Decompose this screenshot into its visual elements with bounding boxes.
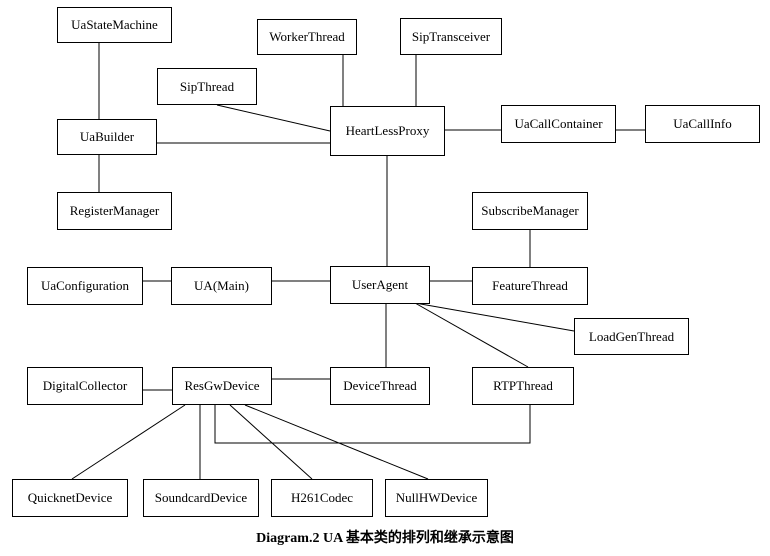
node-label: HeartLessProxy [345, 123, 430, 138]
node-label: FeatureThread [492, 278, 568, 293]
node-label: UaStateMachine [71, 17, 158, 32]
node-ua-state-machine: UaStateMachine [57, 7, 172, 43]
node-soundcard-device: SoundcardDevice [143, 479, 259, 517]
node-label: NullHWDevice [395, 490, 478, 505]
node-label: UaConfiguration [40, 278, 130, 293]
edge-res-gw-device-to-null-hw-device [244, 404, 429, 480]
node-ua-call-info: UaCallInfo [645, 105, 760, 143]
node-quicknet-device: QuicknetDevice [12, 479, 128, 517]
node-label: LoadGenThread [588, 328, 675, 344]
node-label: SubscribeManager [481, 203, 579, 218]
node-label: RegisterManager [69, 203, 160, 218]
edge-res-gw-device-to-h261-codec [229, 404, 313, 480]
node-label: UA(Main) [194, 278, 249, 293]
node-rtp-thread: RTPThread [472, 367, 574, 405]
node-sip-thread: SipThread [157, 68, 257, 105]
node-user-agent: UserAgent [330, 266, 430, 304]
node-label: DeviceThread [343, 378, 417, 393]
node-label: H261Codec [290, 490, 354, 505]
node-ua-builder: UaBuilder [57, 119, 157, 155]
node-label: UaCallInfo [673, 116, 732, 131]
node-label: UaCallContainer [514, 116, 603, 131]
node-label: UserAgent [351, 277, 409, 292]
node-label: SipTransceiver [411, 28, 491, 44]
node-label: DigitalCollector [42, 378, 128, 393]
node-label: RTPThread [493, 378, 553, 393]
node-res-gw-device: ResGwDevice [172, 367, 272, 405]
node-ua-configuration: UaConfiguration [27, 267, 143, 305]
diagram-caption: Diagram.2 UA 基本类的排列和继承示意图 [256, 531, 514, 546]
edge-sip-thread-to-heartless-proxy [216, 104, 331, 132]
node-label: ResGwDevice [184, 378, 260, 393]
node-sip-transceiver: SipTransceiver [400, 18, 502, 55]
node-ua-call-container: UaCallContainer [501, 105, 616, 143]
edge-user-agent-to-rtp-thread [414, 302, 529, 368]
node-device-thread: DeviceThread [330, 367, 430, 405]
node-worker-thread: WorkerThread [257, 19, 357, 55]
edge-res-gw-device-to-quicknet-device [71, 404, 186, 480]
node-label: QuicknetDevice [27, 490, 113, 505]
node-digital-collector: DigitalCollector [27, 367, 143, 405]
node-null-hw-device: NullHWDevice [385, 479, 488, 517]
node-label: SipThread [179, 78, 235, 94]
node-h261-codec: H261Codec [271, 479, 373, 517]
node-label: UaBuilder [79, 129, 135, 144]
node-load-gen-thread: LoadGenThread [574, 318, 689, 355]
node-register-manager: RegisterManager [57, 192, 172, 230]
node-feature-thread: FeatureThread [472, 267, 588, 305]
node-ua-main: UA(Main) [171, 267, 272, 305]
node-subscribe-manager: SubscribeManager [472, 192, 588, 230]
node-label: WorkerThread [269, 29, 345, 44]
node-heartless-proxy: HeartLessProxy [330, 106, 445, 156]
edge-user-agent-to-load-gen-thread [414, 302, 575, 332]
node-label: SoundcardDevice [154, 490, 248, 505]
edge-res-gw-device-to-rtp-thread [214, 405, 531, 444]
